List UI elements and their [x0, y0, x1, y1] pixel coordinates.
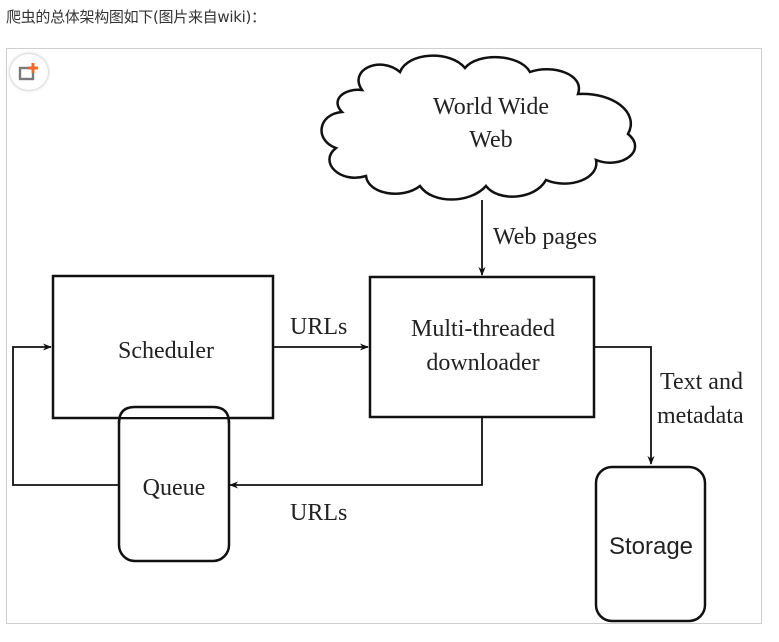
edge-urls-top-label: URLs [290, 314, 347, 340]
scheduler-box [51, 274, 275, 420]
add-to-collection-icon [18, 63, 38, 81]
downloader-label-line2: downloader [426, 350, 539, 376]
caption-text: 爬虫的总体架构图如下(图片来自wiki)： [6, 8, 266, 26]
downloader-box [368, 275, 596, 419]
cloud-label-line1: World Wide [433, 94, 549, 120]
edge-text-metadata-line1: Text and [660, 369, 743, 395]
queue-label: Queue [143, 475, 206, 501]
edge-text-metadata-arrow [595, 346, 655, 465]
edge-urls-bottom-label: URLs [290, 500, 347, 526]
edge-web-pages-label: Web pages [493, 224, 597, 250]
add-to-collection-button[interactable] [10, 54, 48, 90]
queue-top-edge [117, 405, 231, 424]
storage-label: Storage [609, 533, 693, 560]
cloud-label-line2: Web [469, 127, 512, 153]
cloud-shape [320, 54, 637, 201]
edge-queue-feedback-arrow [12, 343, 119, 486]
scheduler-label: Scheduler [118, 338, 214, 364]
queue-overlap [121, 409, 227, 417]
storage-box [594, 465, 707, 623]
edge-urls-bottom-arrow [229, 418, 483, 489]
edge-text-metadata-line2: metadata [657, 403, 744, 429]
downloader-label-line1: Multi-threaded [411, 316, 555, 342]
